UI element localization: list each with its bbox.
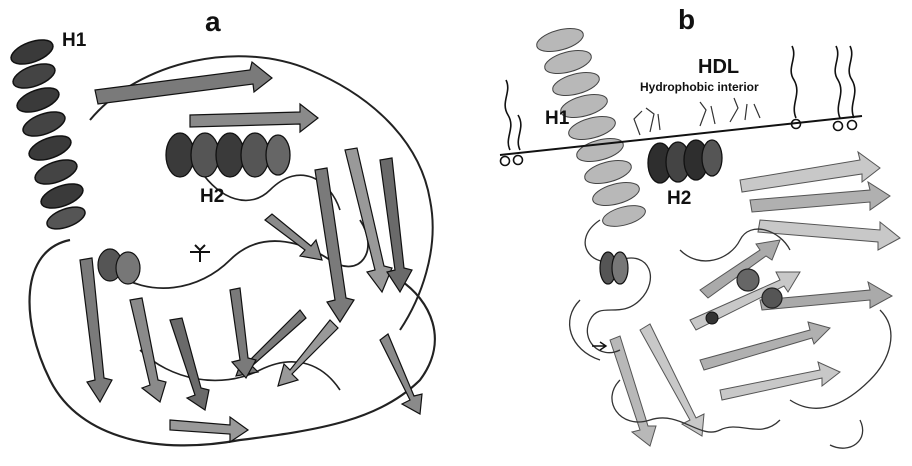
panel-a-strand: [170, 417, 248, 442]
panel-b-strand: [610, 336, 656, 446]
panel-b-hdl-label: HDL: [698, 56, 739, 79]
panel-a-small-helix: [98, 249, 140, 284]
ion-sphere: [737, 269, 759, 291]
lipid-icon: [791, 46, 800, 129]
panel-b-strand: [700, 322, 830, 370]
panel-a-helix-h1: [8, 35, 88, 233]
panel-a-strand: [380, 334, 422, 414]
panel-b-small-helix: [600, 252, 628, 284]
ion-sphere: [706, 312, 718, 324]
panel-a-strand: [130, 298, 166, 402]
panel-a-structure: [8, 35, 435, 445]
panel-a-h1-label: H1: [62, 30, 86, 52]
panel-b-h2-label: H2: [667, 188, 691, 210]
panel-b-interior-label: Hydrophobic interior: [640, 80, 759, 94]
panel-a-strand: [230, 288, 256, 378]
panel-b-strand: [740, 152, 880, 192]
panel-a-letter: a: [205, 6, 221, 38]
panel-b-h1-label: H1: [545, 108, 569, 130]
panel-b-pointer-arrow: [592, 342, 606, 350]
panel-b-strand: [720, 362, 840, 400]
panel-a-strand: [315, 168, 354, 322]
panel-b-strand: [758, 220, 900, 250]
panel-a-helix-h2: [166, 133, 290, 177]
panel-b-helix-h2: [648, 140, 722, 183]
panel-a-strand: [170, 318, 209, 410]
ion-sphere: [762, 288, 782, 308]
panel-a-h2-label: H2: [200, 186, 224, 208]
panel-b-letter: b: [678, 4, 695, 36]
panel-a-strand: [190, 104, 318, 132]
panel-a-strand: [95, 62, 272, 104]
panel-b-beta-strands: [610, 152, 900, 446]
panel-a-strand: [265, 214, 322, 260]
panel-a-ligand-icon: [190, 245, 210, 262]
